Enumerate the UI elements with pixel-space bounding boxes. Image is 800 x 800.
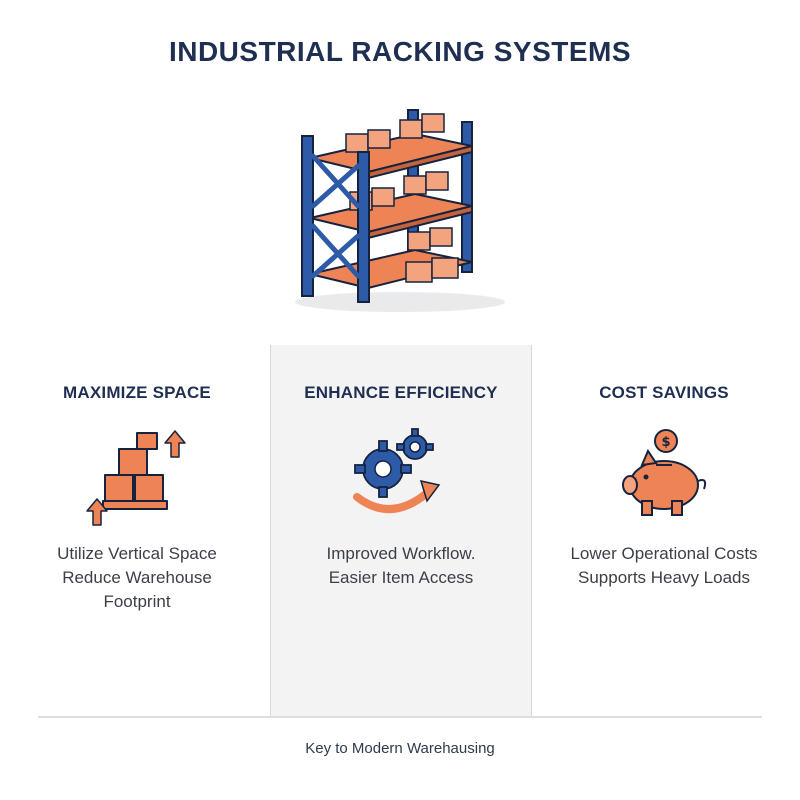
column-enhance-efficiency: ENHANCE EFFICIENCY Improved Workflow. Ea… <box>268 345 534 718</box>
column-maximize-space: MAXIMIZE SPACE Utilize Vertical Space Re… <box>4 345 270 718</box>
gears-cycle-icon <box>353 428 441 513</box>
middle-column-panel <box>270 345 532 718</box>
description-line: Lower Operational Costs <box>570 544 758 563</box>
description-line: Supports Heavy Loads <box>578 568 750 587</box>
column-description: Lower Operational Costs Supports Heavy L… <box>531 542 797 590</box>
warehouse-rack-illustration <box>295 109 505 312</box>
description-line: Reduce Warehouse <box>62 568 212 587</box>
column-description: Improved Workflow. Easier Item Access <box>268 542 534 590</box>
column-title: ENHANCE EFFICIENCY <box>304 383 498 402</box>
page-title: INDUSTRIAL RACKING SYSTEMS <box>168 36 632 67</box>
description-line: Easier Item Access <box>328 568 474 587</box>
svg-text:$: $ <box>661 435 670 450</box>
description-line: Improved Workflow. <box>326 544 476 563</box>
description-line: Footprint <box>103 592 171 611</box>
column-cost-savings: COST SAVINGS $ Lower Operational Costs S… <box>531 345 797 718</box>
footer-divider <box>38 716 762 718</box>
column-title: MAXIMIZE SPACE <box>63 383 211 402</box>
description-line: Utilize Vertical Space <box>57 544 217 563</box>
piggy-bank-icon: $ <box>622 429 707 516</box>
column-title: COST SAVINGS <box>599 383 729 402</box>
column-description: Utilize Vertical Space Reduce Warehouse … <box>4 542 270 614</box>
footer-caption: Key to Modern Warehausing <box>305 740 495 757</box>
stacked-boxes-arrows-icon <box>86 430 186 526</box>
